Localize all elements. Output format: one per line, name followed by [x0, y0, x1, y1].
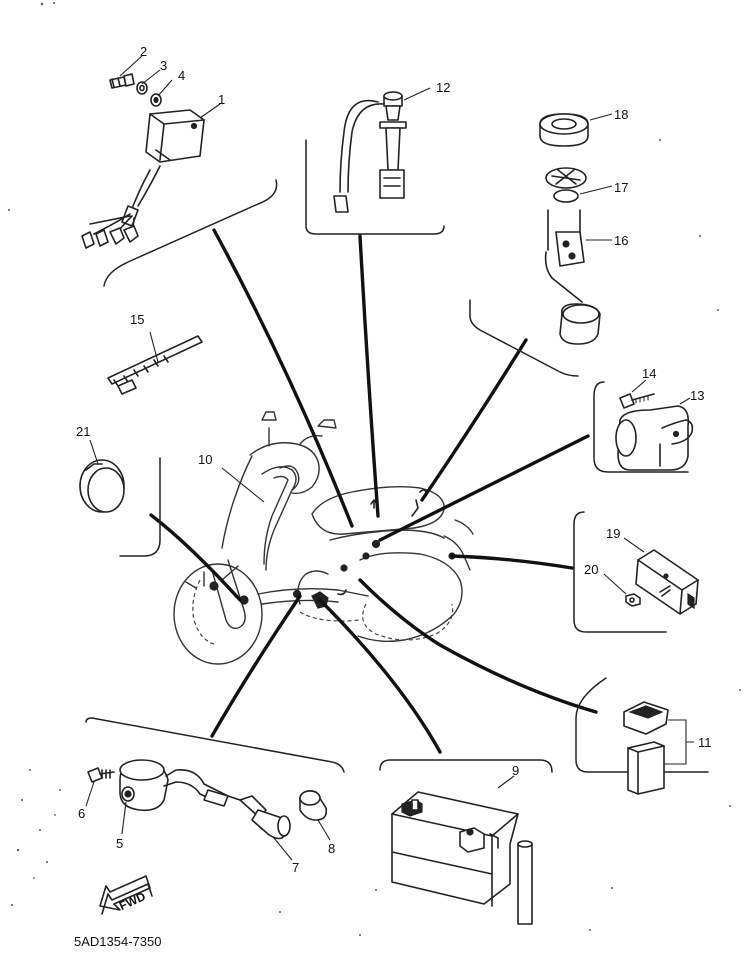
unit-part-13 — [615, 379, 694, 471]
callout-17: 17 — [614, 180, 628, 195]
callout-6: 6 — [78, 806, 85, 821]
callout-1: 1 — [218, 92, 225, 107]
callout-14: 14 — [642, 366, 656, 381]
harness-leader-10 — [221, 467, 265, 503]
callout-20: 20 — [584, 562, 598, 577]
relay-assembly — [81, 55, 221, 249]
fuel-sender-assembly — [539, 113, 613, 345]
callout-15: 15 — [130, 312, 144, 327]
battery-part-9 — [391, 775, 533, 925]
group-frames — [85, 139, 709, 773]
grommet-part-21 — [79, 439, 125, 513]
callout-3: 3 — [160, 58, 167, 73]
callout-labels: 1 2 3 4 5 6 7 8 9 10 11 12 13 14 15 16 1… — [76, 44, 712, 875]
callout-9: 9 — [512, 763, 519, 778]
callout-12: 12 — [436, 80, 450, 95]
forward-arrow-icon: FWD — [99, 875, 153, 915]
callout-13: 13 — [690, 388, 704, 403]
ignition-coil-assembly — [85, 759, 331, 861]
callout-21: 21 — [76, 424, 90, 439]
leader-wires — [149, 228, 598, 754]
relay-part-11 — [623, 701, 694, 795]
callout-8: 8 — [328, 841, 335, 856]
callout-7: 7 — [292, 860, 299, 875]
cable-tie-part-15 — [107, 331, 203, 395]
callout-11: 11 — [698, 735, 712, 750]
callout-18: 18 — [614, 107, 628, 122]
scan-noise — [8, 2, 741, 936]
diagram-reference-code: 5AD1354-7350 — [74, 934, 161, 949]
callout-2: 2 — [140, 44, 147, 59]
callout-10: 10 — [198, 452, 212, 467]
callout-4: 4 — [178, 68, 185, 83]
sensor-part-12 — [333, 87, 431, 213]
callout-16: 16 — [614, 233, 628, 248]
scooter-outline — [173, 411, 474, 665]
callout-5: 5 — [116, 836, 123, 851]
bracket-part-19 — [603, 537, 699, 615]
callout-19: 19 — [606, 526, 620, 541]
